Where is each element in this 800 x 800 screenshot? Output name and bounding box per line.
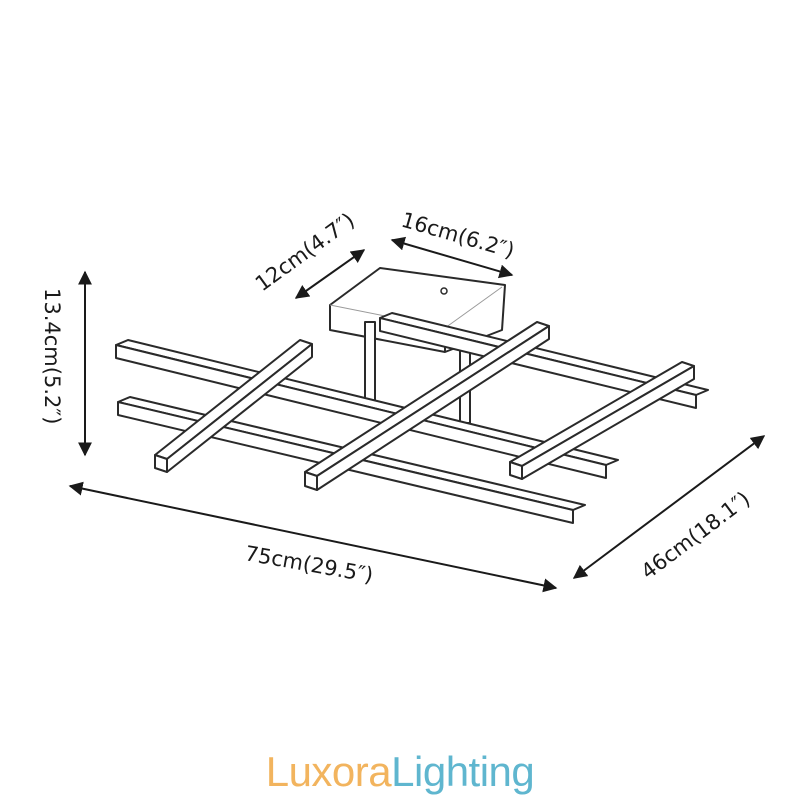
label-height: 13.4cm(5.2″) xyxy=(40,288,64,424)
canopy-width-arrow xyxy=(294,249,366,299)
label-depth: 46cm(18.1″) xyxy=(637,487,755,584)
ceiling-light-line-art xyxy=(115,267,709,524)
width-arrow xyxy=(68,481,558,593)
label-canopy-length: 16cm(6.2″) xyxy=(399,208,517,263)
depth-arrow xyxy=(572,435,766,579)
dimension-arrows xyxy=(68,236,766,593)
bar-cross-a xyxy=(154,339,313,473)
brand-part1: Luxora xyxy=(265,748,392,795)
brand-logo: LuxoraLighting xyxy=(0,748,800,796)
canopy-length-arrow xyxy=(390,236,514,279)
label-width: 75cm(29.5″) xyxy=(243,541,375,587)
label-canopy-width: 12cm(4.7″) xyxy=(251,208,359,296)
bar-cross-b xyxy=(304,321,550,491)
bar-cross-c xyxy=(509,361,695,480)
bar-long-3 xyxy=(379,312,709,409)
brand-part2: Lighting xyxy=(391,748,535,795)
